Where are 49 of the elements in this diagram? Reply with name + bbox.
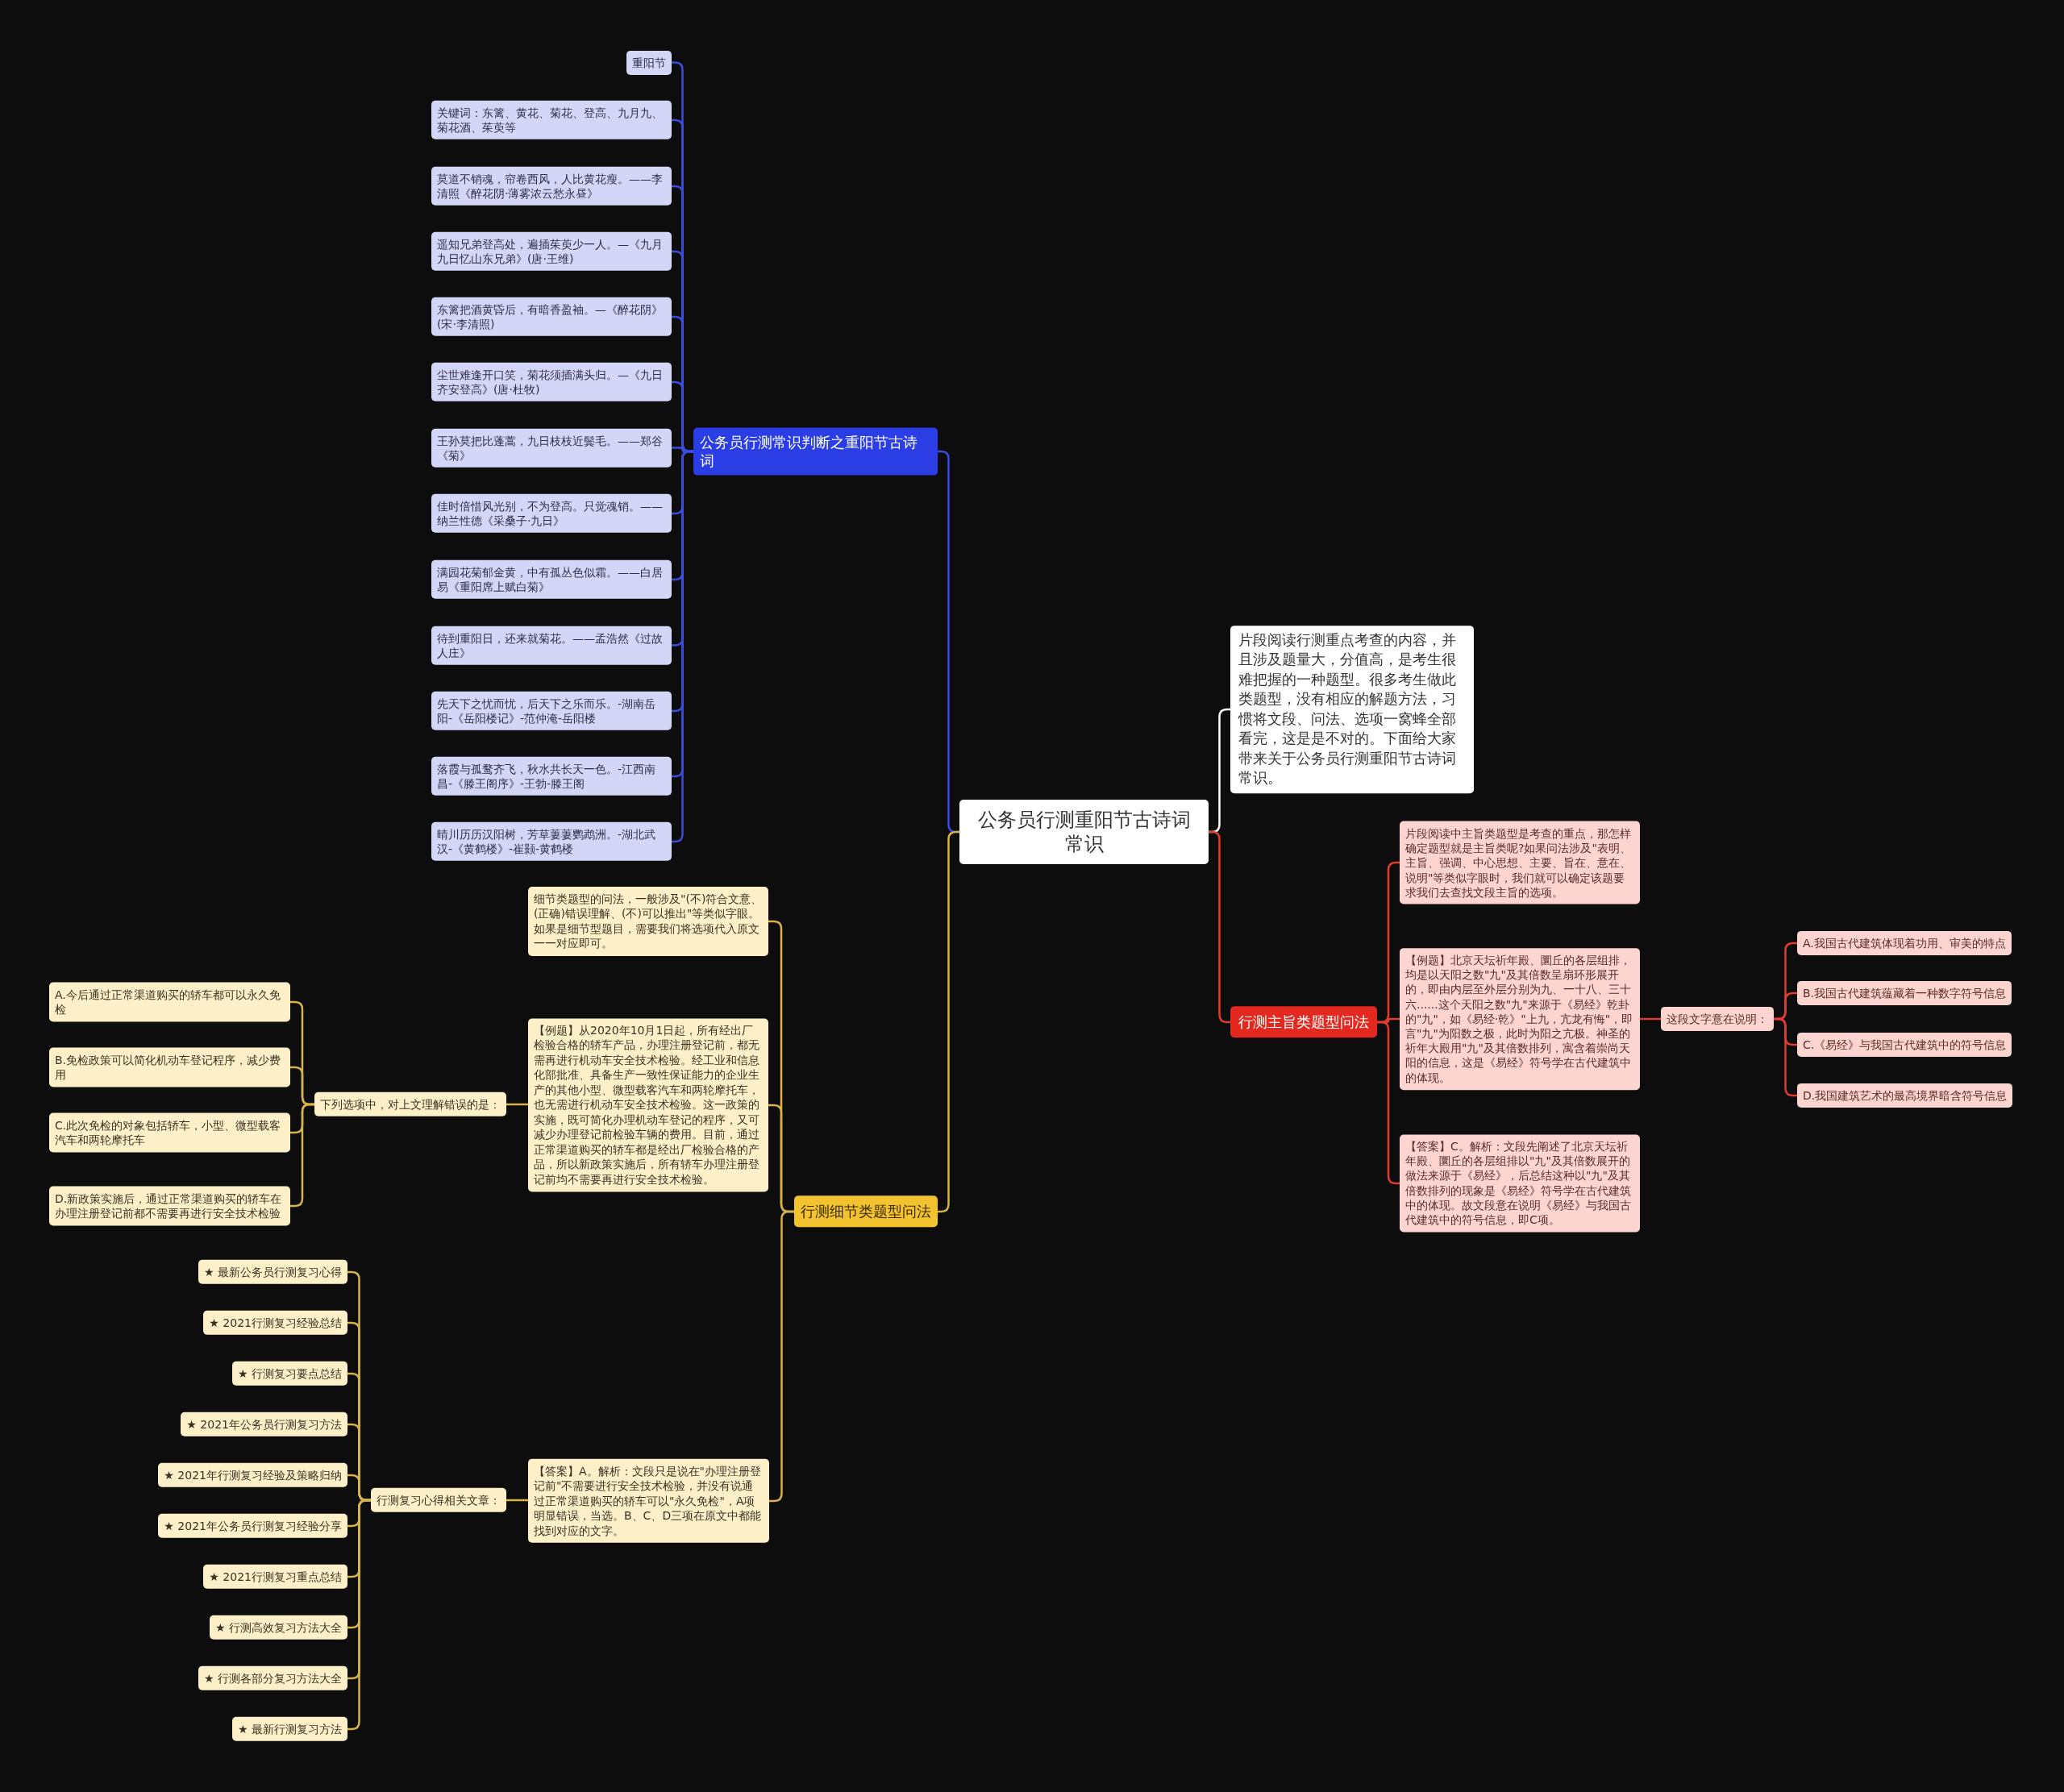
subtopic-box: 行测复习心得相关文章：: [371, 1487, 506, 1513]
connector-line: [506, 1499, 528, 1502]
subtopic-box: 遥知兄弟登高处，遍插茱萸少一人。—《九月九日忆山东兄弟》(唐·王维): [431, 231, 672, 272]
connector-line: [290, 1103, 314, 1208]
subtopic-box: 【答案】A。解析：文段只是说在"办理注册登记前"不需要进行安全技术检验，并没有说通过正常渠道购买的轿车可以"永久免检"，A项明显错误，当选。B、C、D三项在原文中都能找到对应的文字。: [528, 1458, 769, 1544]
subtopic-box: D.新政策实施后，通过正常渠道购买的轿车在办理注册登记前都不需要再进行安全技术检验: [49, 1186, 290, 1226]
subtopic-box: 莫道不销魂，帘卷西风，人比黄花瘦。——李清照《醉花阴·薄雾浓云愁永昼》: [431, 166, 672, 206]
subtopic-box: D.我国建筑艺术的最高境界暗含符号信息: [1797, 1083, 2013, 1108]
subtopic-box: 先天下之忧而忧，后天下之乐而乐。-湖南岳阳-《岳阳楼记》-范仲淹-岳阳楼: [431, 691, 672, 731]
subtopic-box: 落霞与孤鹜齐飞，秋水共长天一色。-江西南昌-《滕王阁序》-王勃-滕王阁: [431, 756, 672, 796]
central-topic-box: 公务员行测重阳节古诗词常识: [959, 800, 1209, 864]
subtopic-box: 待到重阳日，还来就菊花。——孟浩然《过故人庄》: [431, 626, 672, 665]
subtopic-box: 这段文字意在说明：: [1661, 1006, 1774, 1032]
branch-topic-box: 公务员行测常识判断之重阳节古诗词: [693, 427, 938, 476]
subtopic-box: ★ 行测复习要点总结: [232, 1361, 347, 1387]
subtopic-box: 东篱把酒黄昏后，有暗香盈袖。—《醉花阴》(宋·李清照): [431, 297, 672, 337]
subtopic-box: ★ 2021行测复习经验总结: [203, 1310, 347, 1336]
subtopic-box: B.免检政策可以简化机动车登记程序，减少费用: [49, 1047, 290, 1087]
subtopic-box: 【例题】从2020年10月1日起，所有经出厂检验合格的轿车产品，办理注册登记前，都无需再进行机动车安全技术检验。经工业和信息化部批准、具备生产一致性保证能力的企业生产的其他小型、微型载客汽车和两轮摩托车，也无需进行机动车安全技术检验。这一政策的实施，既可简化办理机动车登记的程序，又可减少办理登记前检验车辆的费用。目前，通过正常渠道购买的轿车都是经出厂检验合格的产品，所以新政策实施后，所有轿车办理注册登记前均不需要再进行安全技术检验。: [528, 1018, 768, 1192]
subtopic-box: ★ 2021年行测复习经验及策略归纳: [158, 1462, 347, 1488]
subtopic-box: 【例题】北京天坛祈年殿、圜丘的各层组排，均是以天阳之数"九"及其倍数呈扇环形展开的，即由内层至外层分别为九、一十八、三十六......这个天阳之数"九"来源于《易经》乾卦的"九"，如《易经·乾》"上九，亢龙有悔"，即言"九"为阳数之极，此时为阳之亢极。神圣的祈年大殿用"九"及其倍数排列，寓含着崇尚天阳的信息，这是《易经》符号学在古代建筑中的体现。: [1400, 948, 1640, 1090]
subtopic-box: 佳时倍惜风光别，不为登高。只觉魂销。——纳兰性德《采桑子·九日》: [431, 493, 672, 534]
subtopic-box: 满园花菊郁金黄，中有孤丛色似霜。——白居易《重阳席上赋白菊》: [431, 559, 672, 600]
subtopic-box: A.今后通过正常渠道购买的轿车都可以永久免检: [49, 982, 290, 1022]
subtopic-box: ★ 最新行测复习方法: [232, 1716, 347, 1742]
subtopic-box: C.《易经》与我国古代建筑中的符号信息: [1797, 1032, 2012, 1058]
note-box: 片段阅读行测重点考查的内容，并且涉及题量大，分值高，是考生很难把握的一种题型。很多考生做此类题型，没有相应的解题方法，习惯将文段、问法、选项一窝蜂全部看完，这是是不对的。下面给大家带来关于公务员行测重阳节古诗词常识。: [1230, 626, 1474, 793]
subtopic-box: 下列选项中，对上文理解错误的是：: [314, 1091, 506, 1117]
connector-line: [1640, 1017, 1661, 1021]
subtopic-box: 晴川历历汉阳树，芳草萋萋鹦鹉洲。-湖北武汉-《黄鹤楼》-崔颢-黄鹤楼: [431, 821, 672, 862]
subtopic-box: ★ 行测高效复习方法大全: [210, 1615, 347, 1640]
subtopic-box: 片段阅读中主旨类题型是考查的重点，那怎样确定题型就是主旨类呢?如果问法涉及"表明、主旨、强调、中心思想、主要、旨在、意在、说明"等类似字眼时，我们就可以确定该题要求我们去查找文段主旨的选项。: [1400, 821, 1640, 904]
subtopic-box: 【答案】C。解析：文段先阐述了北京天坛祈年殿、圜丘的各层组排以"九"及其倍数展开的做法来源于《易经》，后总结这种以"九"及其倍数排列的现象是《易经》符号学在古代建筑中的体现。故文段意在说明《易经》与我国古代建筑中的符号信息，即C项。: [1400, 1134, 1640, 1233]
subtopic-box: 关键词：东篱、黄花、菊花、登高、九月九、菊花酒、茱萸等: [431, 100, 672, 140]
subtopic-box: 王孙莫把比蓬蒿，九日枝枝近鬓毛。——郑谷《菊》: [431, 428, 672, 468]
subtopic-box: 细节类题型的问法，一般涉及"(不)符合文意、(正确)错误理解、(不)可以推出"等类似字眼。如果是细节型题目，需要我们将选项代入原文一一对应即可。: [528, 887, 768, 956]
subtopic-box: ★ 2021年公务员行测复习方法: [181, 1412, 347, 1437]
subtopic-box: A.我国古代建筑体现着功用、审美的特点: [1797, 930, 2012, 956]
subtopic-box: ★ 行测各部分复习方法大全: [198, 1665, 347, 1691]
branch-topic-box: 行测主旨类题型问法: [1230, 1006, 1377, 1038]
subtopic-box: B.我国古代建筑蕴藏着一种数字符号信息: [1797, 980, 2012, 1006]
subtopic-box: ★ 2021行测复习重点总结: [203, 1564, 347, 1590]
subtopic-box: 尘世难逢开口笑，菊花须插满头归。—《九日齐安登高》(唐·杜牧): [431, 362, 672, 402]
connector-line: [506, 1103, 528, 1106]
subtopic-box: C.此次免检的对象包括轿车，小型、微型载客汽车和两轮摩托车: [49, 1112, 290, 1153]
subtopic-box: ★ 2021年公务员行测复习经验分享: [158, 1513, 347, 1539]
subtopic-box: 重阳节: [626, 50, 672, 75]
subtopic-box: ★ 最新公务员行测复习心得: [198, 1259, 347, 1285]
branch-topic-box: 行测细节类题型问法: [794, 1195, 938, 1228]
